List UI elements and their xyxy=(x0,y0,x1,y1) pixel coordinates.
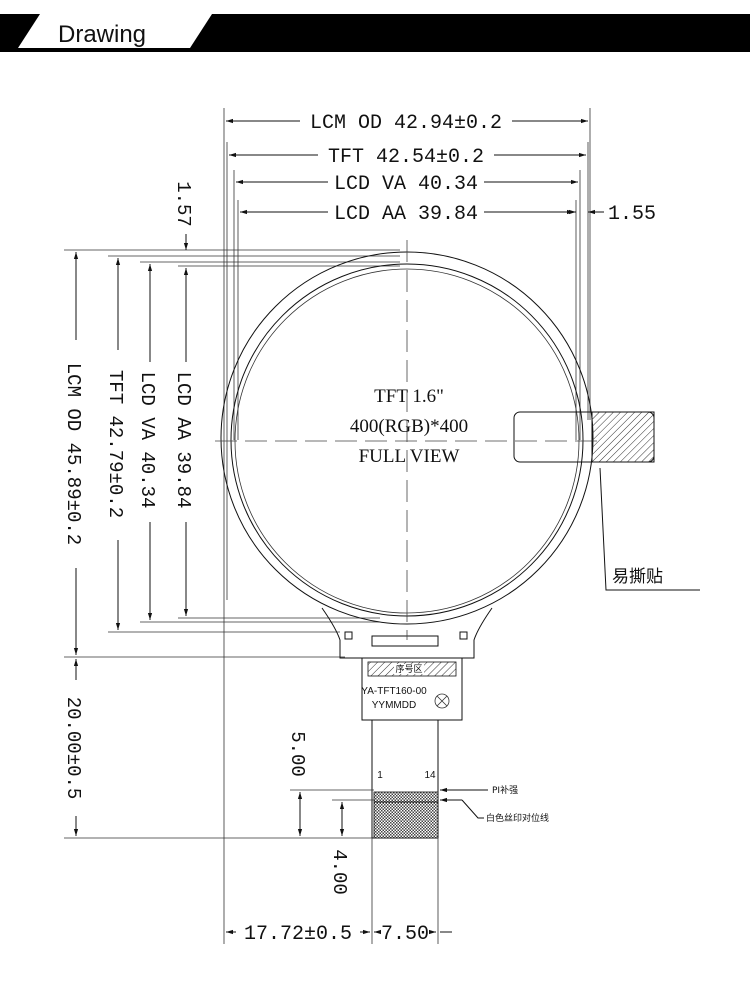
display-view-text: FULL VIEW xyxy=(359,446,460,467)
lcd-va-height-label: LCD VA 40.34 xyxy=(136,372,158,509)
fpc-tag-label: 序号区 xyxy=(395,663,422,675)
lcd-va-width-label: LCD VA 40.34 xyxy=(334,173,478,196)
lcd-aa-height-label: LCD AA 39.84 xyxy=(172,372,194,509)
dim-4-label: 4.00 xyxy=(328,849,350,895)
right-offset-label: 1.55 xyxy=(608,203,656,226)
pin1-label: 1 xyxy=(377,770,383,781)
easy-peel-tab: 易撕贴 xyxy=(513,411,700,591)
lcd-aa-width-label: LCD AA 39.84 xyxy=(334,203,478,226)
bottom-right-dim-label: 7.50 xyxy=(381,923,429,946)
pin14-label: 14 xyxy=(424,770,436,781)
fpc-dimensions: 5.00 4.00 xyxy=(286,731,374,895)
fpc-callouts: PI补强 白色丝印对位线 xyxy=(440,784,549,824)
white-silk-label: 白色丝印对位线 xyxy=(486,812,549,824)
header-bar: Drawing xyxy=(0,14,750,52)
bottom-left-dim-label: 17.72±0.5 xyxy=(244,923,352,946)
left-dimensions: LCM OD 45.89±0.2 TFT 42.79±0.2 LCD VA 40… xyxy=(62,181,400,839)
recycle-icon xyxy=(434,693,450,709)
top-dimensions: LCM OD 42.94±0.2 TFT 42.54±0.2 LCD VA 40… xyxy=(223,108,656,640)
dim-5-label: 5.00 xyxy=(286,731,308,777)
pi-stiffener-label: PI补强 xyxy=(492,784,518,796)
tft-width-label: TFT 42.54±0.2 xyxy=(328,146,484,169)
lcm-od-height-label: LCM OD 45.89±0.2 xyxy=(62,363,84,545)
header-title: Drawing xyxy=(58,21,146,48)
part-number-label: YA-TFT160-00 xyxy=(361,686,427,697)
lcm-od-width-label: LCM OD 42.94±0.2 xyxy=(310,112,502,135)
display-resolution-text: 400(RGB)*400 xyxy=(350,416,468,437)
date-code-label: YYMMDD xyxy=(372,700,416,711)
bottom-dimensions: 17.72±0.5 7.50 xyxy=(223,640,452,946)
fpc-length-label: 20.00±0.5 xyxy=(62,697,84,800)
tft-height-label: TFT 42.79±0.2 xyxy=(104,370,126,518)
top-offset-label: 1.57 xyxy=(172,181,194,227)
display-spec: TFT 1.6" 400(RGB)*400 FULL VIEW xyxy=(350,386,468,467)
easy-peel-label: 易撕贴 xyxy=(612,567,663,587)
display-size-text: TFT 1.6" xyxy=(374,386,444,407)
fpc-cable: 序号区 YA-TFT160-00 YYMMDD 1 14 xyxy=(361,657,463,839)
